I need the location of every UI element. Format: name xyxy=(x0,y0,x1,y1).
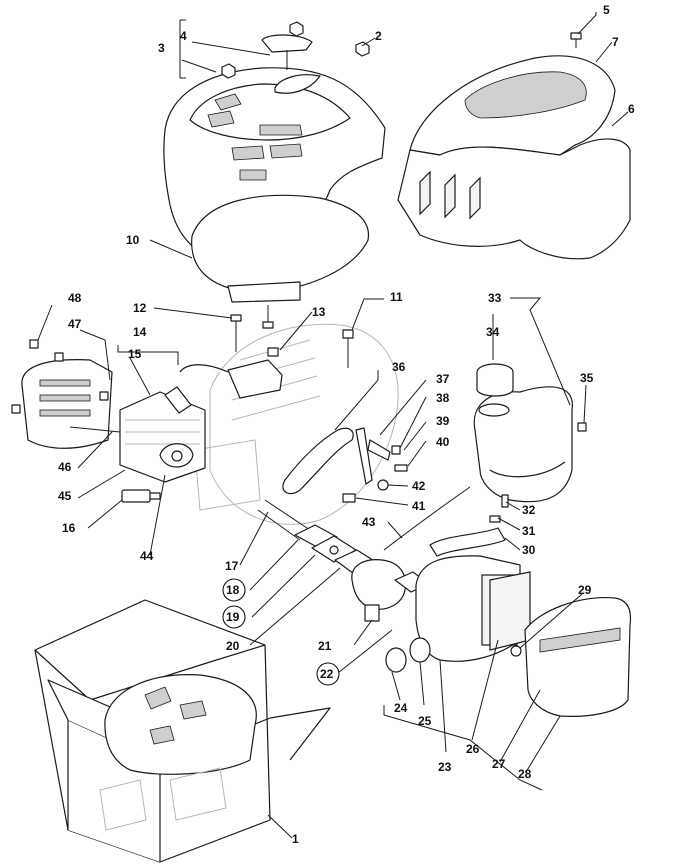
seal-24-25 xyxy=(385,637,431,673)
nut-29 xyxy=(510,645,522,657)
callout-46: 46 xyxy=(58,460,72,474)
callout-41: 41 xyxy=(412,499,426,513)
callout-38: 38 xyxy=(436,391,450,405)
spark-plug-16 xyxy=(121,489,161,503)
callout-32: 32 xyxy=(522,503,536,517)
callout-19: 19 xyxy=(226,610,240,624)
callout-21: 21 xyxy=(318,639,332,653)
muffler-45 xyxy=(119,391,206,483)
callout-27: 27 xyxy=(492,757,506,771)
engine-cover-6-7 xyxy=(397,55,631,260)
callout-6: 6 xyxy=(628,102,635,116)
callout-28: 28 xyxy=(518,767,532,781)
callout-35: 35 xyxy=(580,371,594,385)
callout-11: 11 xyxy=(390,290,403,304)
nut-top xyxy=(289,21,304,37)
callout-29: 29 xyxy=(578,583,592,597)
air-filter-cover-27 xyxy=(524,597,632,717)
callout-22: 22 xyxy=(320,667,334,681)
callout-circle-18 xyxy=(222,578,246,602)
callout-26: 26 xyxy=(466,742,480,756)
callout-circle-19 xyxy=(222,605,246,629)
callout-25: 25 xyxy=(418,714,432,728)
callout-44: 44 xyxy=(140,549,154,563)
callout-39: 39 xyxy=(436,414,450,428)
callout-31: 31 xyxy=(522,524,536,538)
muffler-cover-47 xyxy=(21,359,113,449)
stud-17 xyxy=(257,499,311,541)
stud-11 xyxy=(342,329,354,368)
callout-5: 5 xyxy=(603,3,610,17)
callout-47: 47 xyxy=(68,317,82,331)
callout-4: 4 xyxy=(180,29,187,43)
screw-5 xyxy=(570,32,582,48)
callout-14: 14 xyxy=(133,325,147,339)
gasket-44 xyxy=(159,443,194,468)
callout-48: 48 xyxy=(68,291,82,305)
bolts-12-13 xyxy=(230,305,279,357)
pull-handle-4 xyxy=(261,34,313,70)
leader-lines xyxy=(37,12,629,839)
callout-34: 34 xyxy=(486,325,500,339)
nut-left xyxy=(221,63,236,79)
callout-24: 24 xyxy=(394,701,408,715)
packaging-box-1 xyxy=(34,599,331,863)
callout-43: 43 xyxy=(362,515,376,529)
breather-hose-36 xyxy=(282,427,354,495)
bracket-37 xyxy=(355,427,391,485)
callout-12: 12 xyxy=(133,301,147,315)
callout-23: 23 xyxy=(438,760,452,774)
callout-33: 33 xyxy=(488,291,502,305)
callout-1: 1 xyxy=(292,832,299,846)
callout-circle-22 xyxy=(316,662,340,686)
fuel-cap-34 xyxy=(476,363,514,397)
callout-42: 42 xyxy=(412,479,426,493)
muffler-bolt-46 xyxy=(69,426,121,433)
callout-15: 15 xyxy=(128,347,142,361)
ignition-coil-14 xyxy=(164,359,283,414)
callout-17: 17 xyxy=(225,559,239,573)
engine-block-outline xyxy=(194,323,399,525)
base-plate-10 xyxy=(191,194,369,303)
callout-13: 13 xyxy=(312,305,326,319)
callout-7: 7 xyxy=(612,35,619,49)
callout-18: 18 xyxy=(226,583,240,597)
callout-2: 2 xyxy=(375,29,382,43)
callout-30: 30 xyxy=(522,543,536,557)
callout-37: 37 xyxy=(436,372,450,386)
hose-clip-31-32 xyxy=(489,494,509,523)
callout-3: 3 xyxy=(158,41,165,55)
screw-48 xyxy=(11,339,109,414)
carburetor-21 xyxy=(351,559,407,622)
throttle-rod-43 xyxy=(383,486,471,551)
callout-36: 36 xyxy=(392,360,406,374)
fuel-cap-ring xyxy=(478,403,510,417)
callout-45: 45 xyxy=(58,489,72,503)
callout-labels: 1 2 3 4 5 6 7 10 11 12 13 14 15 16 17 18… xyxy=(58,3,635,846)
callout-40: 40 xyxy=(436,435,450,449)
small-parts-38-42 xyxy=(342,445,408,503)
callout-20: 20 xyxy=(226,639,240,653)
callout-16: 16 xyxy=(62,521,76,535)
screw-35 xyxy=(577,422,587,432)
nut-2 xyxy=(355,41,370,57)
callout-10: 10 xyxy=(126,233,140,247)
fuel-hose-30 xyxy=(429,527,506,557)
filter-element-26 xyxy=(489,571,531,651)
